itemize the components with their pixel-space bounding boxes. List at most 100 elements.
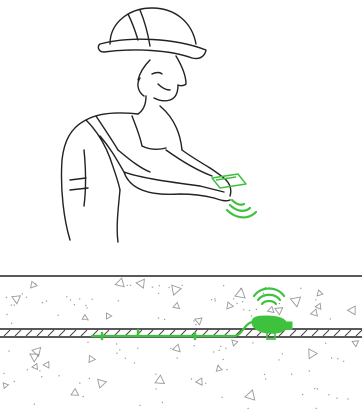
aggregate-dot (14, 304, 15, 305)
hatch-stroke (81, 330, 87, 336)
aggregate-stone (311, 309, 318, 316)
aggregate-stone (89, 355, 95, 362)
aggregate-stone (106, 313, 111, 319)
aggregate-dot (343, 361, 344, 362)
aggregate-dot (213, 351, 214, 352)
aggregate-dot (89, 378, 90, 379)
aggregate-dot (86, 307, 87, 308)
head (138, 56, 186, 114)
aggregate-stone (216, 366, 222, 372)
aggregate-stone (309, 349, 318, 359)
hatch-stroke (246, 330, 252, 336)
aggregate-dot (336, 398, 337, 399)
aggregate-dot (331, 357, 332, 358)
aggregate-stone (172, 285, 182, 295)
aggregate-dot (251, 315, 252, 316)
aggregate-dot (325, 343, 326, 344)
aggregate-dot (74, 304, 75, 305)
hatch-stroke (334, 330, 340, 336)
aggregate-dot (264, 374, 265, 375)
aggregate-dot (83, 396, 84, 397)
aggregate-dot (134, 362, 135, 363)
aggregate-stone (352, 341, 358, 347)
aggregate-stone (82, 315, 87, 320)
aggregate-dot (314, 388, 315, 389)
aggregate-dot (193, 320, 194, 321)
hatch-stroke (323, 330, 329, 336)
aggregate-dot (225, 348, 226, 349)
phone-icon (212, 174, 246, 188)
aggregate-dot (205, 383, 206, 384)
aggregate-dot (170, 348, 171, 349)
aggregate-dot (14, 381, 15, 382)
aggregate-stone (268, 307, 274, 313)
aggregate-dot (137, 348, 138, 349)
aggregate-dot (226, 369, 227, 370)
hatch-stroke (345, 330, 351, 336)
aggregate-stone (173, 344, 181, 352)
aggregate-dot (249, 310, 250, 311)
aggregate-dot (214, 298, 215, 299)
aggregate-stone (12, 296, 21, 304)
aggregate-dot (57, 315, 58, 316)
aggregate-dot (42, 302, 43, 303)
aggregate-dot (3, 373, 4, 374)
aggregate-dot (11, 304, 12, 305)
sensor-signal-icon (254, 289, 284, 305)
aggregate-stone (227, 302, 233, 309)
aggregate-dot (26, 297, 27, 298)
aggregate-dot (328, 394, 329, 395)
aggregate-dot (139, 405, 140, 406)
aggregate-dot (278, 359, 279, 360)
aggregate-dot (315, 299, 316, 300)
hatch-stroke (48, 330, 54, 336)
aggregate-dot (164, 319, 165, 320)
aggregate-dot (8, 350, 9, 351)
aggregate-dot (34, 404, 35, 405)
aggregate-dot (211, 299, 212, 300)
aggregate-stone (31, 281, 37, 288)
aggregate-dot (152, 287, 153, 288)
aggregate-dot (39, 370, 40, 371)
aggregate-dot (159, 285, 160, 286)
hatch-stroke (59, 330, 65, 336)
aggregate-dot (347, 398, 348, 399)
aggregate-dot (242, 301, 243, 302)
aggregate-dot (168, 287, 169, 288)
aggregate-stone (155, 375, 164, 383)
aggregate-dot (194, 345, 195, 346)
aggregate-dot (220, 346, 221, 347)
hatch-stroke (312, 330, 318, 336)
aggregate-dot (79, 382, 80, 383)
hatch-stroke (15, 330, 21, 336)
aggregate-dot (66, 296, 67, 297)
aggregate-dot (282, 353, 283, 354)
hard-hat-icon (98, 8, 206, 59)
aggregate-dot (125, 358, 126, 359)
aggregate-dot (127, 285, 128, 286)
hatch-stroke (37, 330, 43, 336)
ground-cross-section (0, 276, 362, 409)
aggregate-dot (130, 285, 131, 286)
aggregate-dot (309, 370, 310, 371)
aggregate-dot (252, 342, 253, 343)
hatch-stroke (4, 330, 10, 336)
aggregate-dot (218, 350, 219, 351)
aggregate-stone (275, 308, 283, 315)
aggregate-dot (118, 300, 119, 301)
aggregate-dot (215, 300, 216, 301)
aggregate-dot (191, 378, 192, 379)
aggregate-stone (136, 279, 144, 288)
hatch-stroke (301, 330, 307, 336)
aggregate-dot (221, 397, 222, 398)
hatch-stroke (290, 330, 296, 336)
aggregate-dot (155, 374, 156, 375)
aggregate-dot (79, 298, 80, 299)
aggregate-dot (256, 309, 257, 310)
aggregate-dot (46, 300, 47, 301)
aggregate-dot (85, 305, 86, 306)
aggregate-dot (6, 297, 7, 298)
aggregate-stone (115, 278, 124, 287)
